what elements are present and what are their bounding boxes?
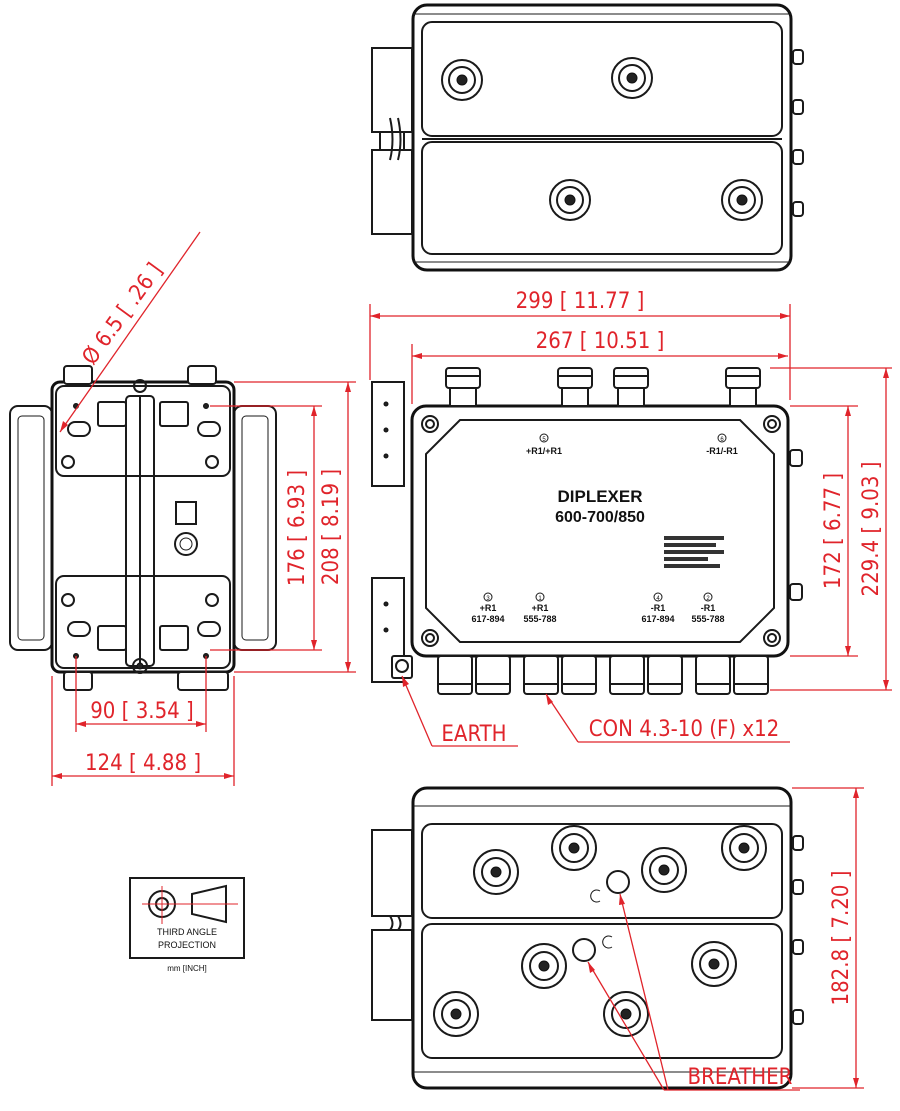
port-marking-top-right: 6 -R1/-R1 — [706, 433, 738, 456]
svg-text:CON 4.3-10 (F) x12: CON 4.3-10 (F) x12 — [589, 717, 780, 742]
dimension-124: 124 [ 4.88 ] — [51, 676, 235, 786]
svg-text:PROJECTION: PROJECTION — [158, 940, 216, 950]
svg-text:182.8 [ 7.20 ]: 182.8 [ 7.20 ] — [829, 871, 854, 1006]
svg-text:617-894: 617-894 — [641, 614, 674, 624]
svg-text:555-788: 555-788 — [523, 614, 556, 624]
svg-text:176 [ 6.93 ]: 176 [ 6.93 ] — [285, 470, 310, 586]
port-marking-top-left: 5 +R1/+R1 — [526, 433, 562, 456]
connector-bottom-row — [437, 655, 769, 695]
svg-text:+R1: +R1 — [480, 603, 497, 613]
connector-face — [441, 59, 483, 101]
callout-breather: BREATHER — [587, 893, 800, 1091]
svg-text:6: 6 — [720, 437, 724, 443]
dimension-overall-width: 299 [ 11.77 ] — [369, 289, 791, 400]
connector-face — [551, 825, 597, 871]
bottom-view — [371, 786, 804, 1090]
port-marking-3: 3 +R1 617-894 — [471, 592, 505, 624]
svg-text:THIRD ANGLE: THIRD ANGLE — [157, 927, 217, 937]
projection-symbol: THIRD ANGLE PROJECTION mm [INCH] — [129, 877, 245, 973]
svg-text:555-788: 555-788 — [691, 614, 724, 624]
svg-text:124 [ 4.88 ]: 124 [ 4.88 ] — [85, 751, 201, 776]
connector-face — [433, 991, 479, 1037]
svg-text:299 [ 11.77 ]: 299 [ 11.77 ] — [516, 289, 645, 314]
product-band: 600-700/850 — [555, 509, 645, 526]
svg-text:4: 4 — [656, 596, 660, 602]
svg-text:2: 2 — [706, 596, 710, 602]
connector-face — [521, 943, 567, 989]
svg-text:172 [ 6.77 ]: 172 [ 6.77 ] — [821, 473, 846, 589]
svg-text:267 [ 10.51 ]: 267 [ 10.51 ] — [536, 329, 665, 354]
breather-upper — [606, 870, 630, 894]
connector-face — [549, 179, 591, 221]
svg-text:229.4 [ 9.03 ]: 229.4 [ 9.03 ] — [859, 462, 884, 597]
fine-print-label — [664, 536, 724, 568]
dimension-body-height: 172 [ 6.77 ] — [790, 405, 858, 657]
svg-text:208 [ 8.19 ]: 208 [ 8.19 ] — [319, 469, 344, 585]
svg-text:5: 5 — [542, 437, 546, 443]
earth-terminal — [391, 655, 413, 679]
dimension-90: 90 [ 3.54 ] — [75, 656, 207, 732]
top-view — [371, 3, 804, 272]
callout-connectors: CON 4.3-10 (F) x12 — [545, 693, 790, 743]
svg-text:mm [INCH]: mm [INCH] — [167, 964, 207, 973]
port-marking-2: 2 -R1 555-788 — [691, 592, 725, 624]
connector-face — [473, 849, 519, 895]
port-marking-4: 4 -R1 617-894 — [641, 592, 675, 624]
svg-text:EARTH: EARTH — [441, 722, 506, 747]
connector-face — [611, 57, 653, 99]
connector-top — [613, 367, 649, 407]
port-marking-1: 1 +R1 555-788 — [523, 592, 557, 624]
product-name: DIPLEXER — [557, 487, 642, 506]
svg-text:BREATHER: BREATHER — [688, 1065, 793, 1090]
callout-earth: EARTH — [401, 675, 518, 747]
breather-lower — [572, 938, 596, 962]
svg-text:-R1: -R1 — [651, 603, 666, 613]
svg-text:-R1: -R1 — [701, 603, 716, 613]
side-view — [9, 365, 277, 691]
svg-text:1: 1 — [538, 596, 542, 602]
dimension-overall-height: 229.4 [ 9.03 ] — [770, 367, 892, 691]
svg-text:+R1: +R1 — [532, 603, 549, 613]
svg-text:90 [ 3.54 ]: 90 [ 3.54 ] — [90, 699, 194, 724]
connector-face — [691, 941, 737, 987]
connector-face — [721, 179, 763, 221]
front-view: 5 +R1/+R1 6 -R1/-R1 DIPLEXER 600-700/850… — [371, 367, 803, 695]
dimension-bottom-depth: 182.8 [ 7.20 ] — [792, 787, 864, 1089]
svg-text:-R1/-R1: -R1/-R1 — [706, 446, 738, 456]
svg-text:Ø 6.5 [ .26 ]: Ø 6.5 [ .26 ] — [78, 259, 168, 370]
connector-top — [725, 367, 761, 407]
svg-text:+R1/+R1: +R1/+R1 — [526, 446, 562, 456]
connector-face — [641, 847, 687, 893]
dimension-body-width: 267 [ 10.51 ] — [411, 329, 788, 404]
svg-text:3: 3 — [486, 596, 490, 602]
dimension-208: 208 [ 8.19 ] — [234, 381, 356, 673]
svg-text:617-894: 617-894 — [471, 614, 504, 624]
connector-top — [557, 367, 593, 407]
connector-face — [603, 991, 649, 1037]
dimension-176: 176 [ 6.93 ] — [210, 405, 322, 651]
connector-top — [445, 367, 481, 407]
connector-face — [721, 825, 767, 871]
